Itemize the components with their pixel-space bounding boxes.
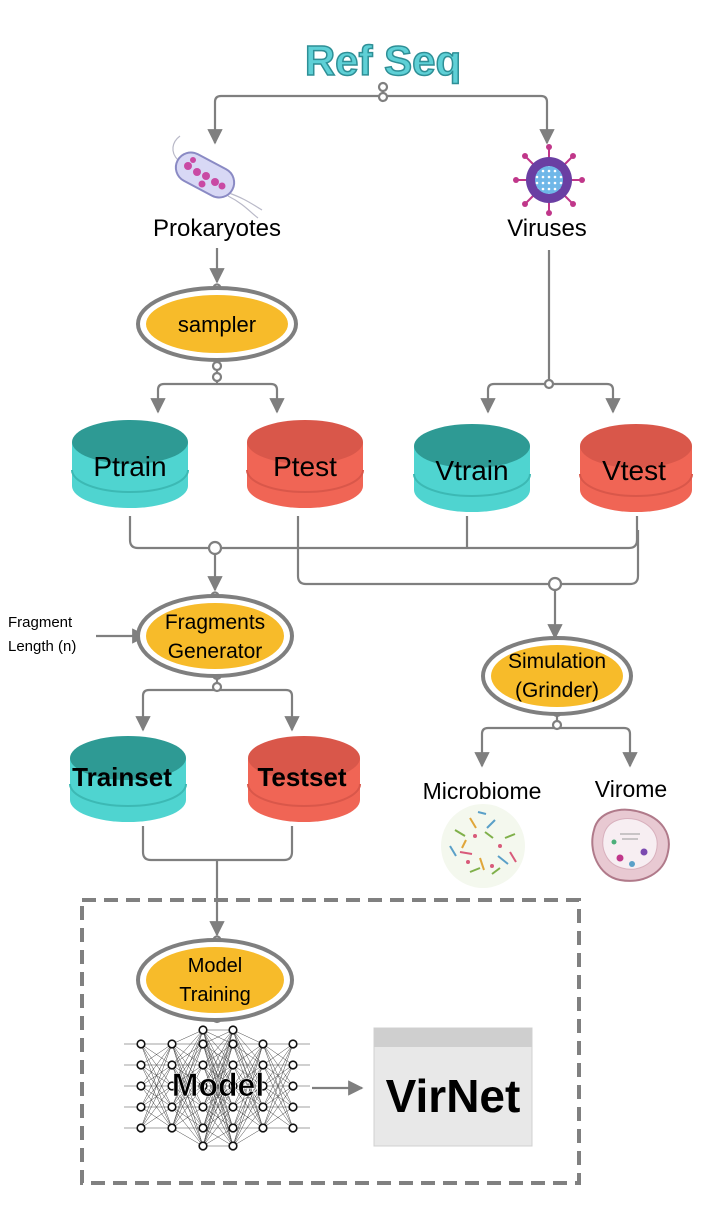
training-label-line1: Model	[188, 955, 242, 977]
sampler-node: sampler	[136, 286, 298, 362]
prokaryotes-label: Prokaryotes	[153, 215, 281, 242]
fragments-label-line1: Fragments	[165, 611, 265, 634]
fragments-generator-node: Fragments Generator	[136, 594, 294, 678]
sampler-label: sampler	[178, 312, 256, 337]
bacterium-icon	[172, 135, 263, 219]
vtrain-label: Vtrain	[435, 455, 508, 486]
testset-label: Testset	[257, 762, 346, 792]
virome-icon	[591, 808, 670, 882]
fragment-length-line1: Fragment	[8, 614, 73, 631]
ptest-cylinder: Ptest	[246, 420, 364, 508]
virus-icon	[513, 144, 585, 216]
ptest-label: Ptest	[273, 451, 337, 482]
virnet-window: VirNet	[373, 1027, 533, 1147]
fragment-length-line2: Length (n)	[8, 638, 76, 655]
neural-network-icon	[124, 1025, 310, 1151]
virome-label: Virome	[595, 776, 667, 802]
ptrain-label: Ptrain	[93, 451, 166, 482]
vtest-label: Vtest	[602, 455, 666, 486]
virnet-label: VirNet	[386, 1070, 521, 1122]
vtrain-cylinder: Vtrain	[413, 424, 531, 512]
connectors	[96, 82, 640, 1096]
model-region-box	[80, 898, 581, 1185]
simulation-label-line2: (Grinder)	[515, 679, 599, 702]
trainset-label: Trainset	[72, 762, 172, 792]
model-label: Model	[172, 1067, 264, 1103]
ptrain-cylinder: Ptrain	[71, 420, 189, 508]
viruses-label: Viruses	[507, 215, 587, 242]
refseq-title: Ref Seq	[304, 36, 462, 85]
simulation-label-line1: Simulation	[508, 650, 606, 673]
microbiome-label: Microbiome	[423, 778, 542, 804]
trainset-cylinder: Trainset	[69, 736, 187, 822]
microbiome-icon	[441, 804, 525, 888]
model-training-node: Model Training	[136, 938, 294, 1022]
simulation-node: Simulation (Grinder)	[481, 636, 633, 716]
refseq-title-text: Ref Seq	[305, 37, 461, 84]
vtest-cylinder: Vtest	[579, 424, 693, 512]
testset-cylinder: Testset	[247, 736, 361, 822]
fragments-label-line2: Generator	[168, 640, 263, 663]
training-label-line2: Training	[179, 984, 251, 1006]
